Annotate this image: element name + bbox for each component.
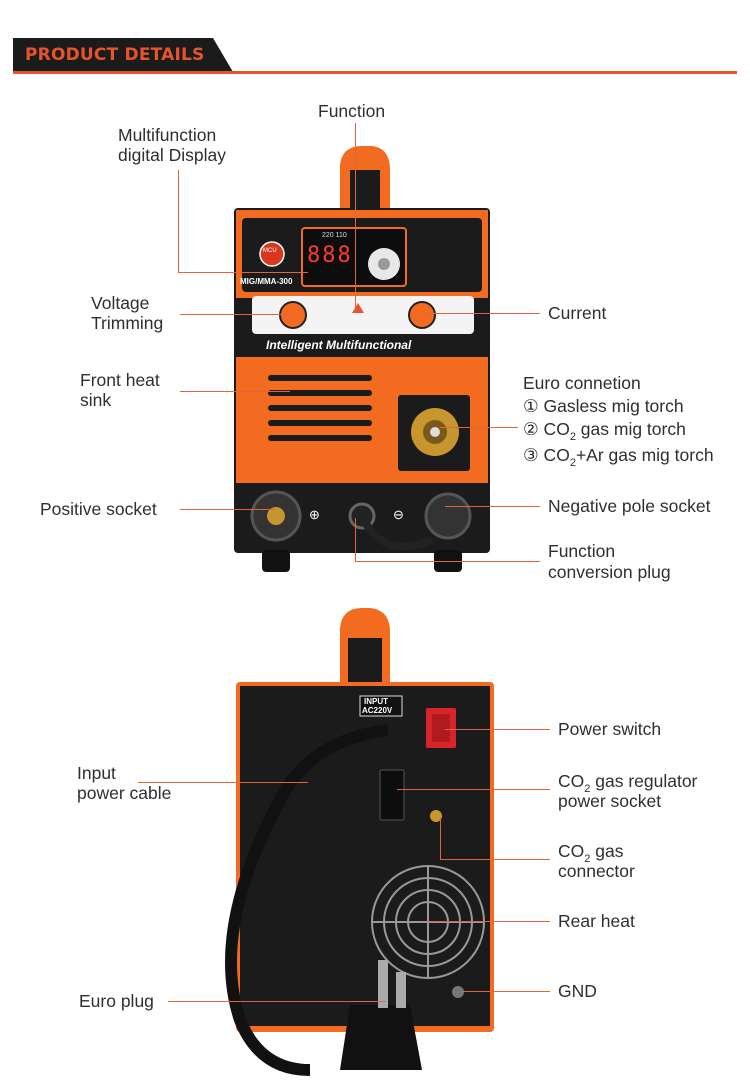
label-current: Current [548,303,607,323]
input-badge-l2: AC220V [362,706,393,715]
label-voltage-l1: Voltage [91,293,150,313]
label-euro-3: ③ CO2+Ar gas mig torch [523,445,714,469]
leader-power-switch [445,729,550,730]
label-euro-title: Euro connetion [523,373,641,393]
leader-voltage [180,314,292,315]
leader-conv-h [355,561,540,562]
leader-input [138,782,308,783]
label-reg-l2: power socket [558,791,662,811]
model-label: MIG/MMA-300 [240,277,293,286]
leader-heatsink [180,391,290,392]
label-display-l1: Multifunction [118,125,217,145]
section-title: PRODUCT DETAILS [25,45,205,65]
leader-current [420,313,540,314]
label-heatsink-l2: sink [80,390,112,410]
leader-gas-v [440,818,441,859]
label-conv-l1: Function [548,541,616,561]
leader-reg [397,789,550,790]
label-voltage-l2: Trimming [91,313,164,333]
label-input-l2: power cable [77,783,172,803]
leader-display-h [178,272,308,273]
leader-positive [180,509,275,510]
plus-symbol: ⊕ [309,507,320,522]
label-gas-l1: CO2 gas [558,841,624,865]
leader-gas-h [440,859,550,860]
welder-front-image [234,146,490,572]
leader-conv-v [355,518,356,561]
label-euro-2: ② CO2 gas mig torch [523,419,686,443]
leader-function [355,123,356,313]
label-positive: Positive socket [40,499,157,519]
leader-display-v [178,170,179,273]
label-input-l1: Input [77,763,116,783]
section-banner [13,38,233,72]
leader-negative [445,506,540,507]
minus-symbol: ⊖ [393,507,404,522]
label-negative: Negative pole socket [548,496,711,516]
label-function: Function [318,101,386,121]
display-digits: 888 [307,243,353,268]
label-euro-1: ① Gasless mig torch [523,396,684,416]
leader-gnd [462,991,550,992]
banner-underline [13,71,737,74]
label-heatsink-l1: Front heat [80,370,160,390]
display-voltage-indicators: 220 110 [322,232,347,239]
label-gnd: GND [558,981,597,1001]
leader-euro [440,427,518,428]
label-display-l2: digital Display [118,145,226,165]
mcu-badge: MCU [263,248,277,254]
label-conv-l2: conversion plug [548,562,671,582]
label-euro-plug: Euro plug [79,991,154,1011]
leader-euro-plug [168,1001,386,1002]
label-reg-l1: CO2 gas regulator [558,771,698,795]
label-power-switch: Power switch [558,719,662,739]
input-badge-l1: INPUT [364,697,388,706]
label-gas-l2: connector [558,861,635,881]
euro-connection-list: Euro connetion ① Gasless mig torch ② CO2… [523,372,714,470]
welder-back-image [225,608,494,1076]
front-strip-text: Intelligent Multifunctional [266,338,412,352]
leader-rear-heat [428,921,550,922]
label-rear-heat: Rear heat [558,911,635,931]
